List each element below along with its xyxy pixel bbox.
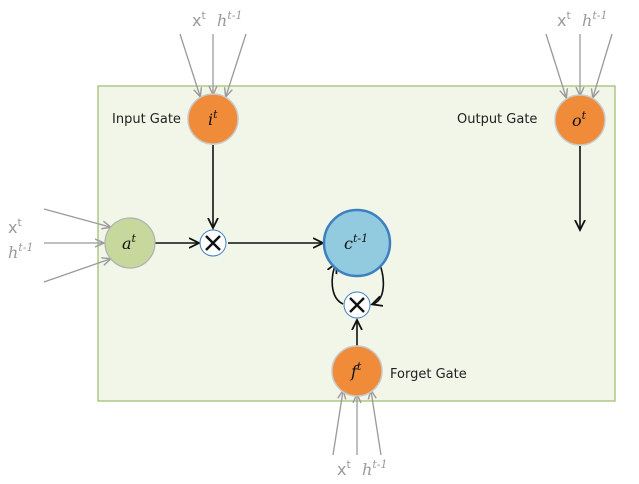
input-gate-incoming-arrows [179, 33, 247, 96]
output-gate-node: ot [554, 94, 606, 146]
svg-text:it: it [208, 108, 218, 129]
activation-h-label: ht-1 [8, 241, 33, 262]
output-gate-h-label: ht-1 [582, 9, 607, 30]
svg-text:ft: ft [350, 360, 362, 381]
svg-text:at: at [122, 232, 137, 253]
svg-text:ct-1: ct-1 [344, 232, 368, 253]
svg-text:ot: ot [572, 109, 587, 130]
forget-gate-node: ft [331, 345, 383, 397]
input-gate-h-label: ht-1 [217, 9, 242, 30]
forget-gate-incoming-arrows [332, 391, 382, 456]
input-gate-x-label: xt [192, 9, 206, 30]
cell-state-node: ct-1 [322, 208, 392, 278]
activation-incoming-arrows [43, 208, 110, 283]
activation-x-label: xt [8, 216, 22, 237]
output-gate-x-label: xt [557, 9, 571, 30]
forget-gate-h-label: ht-1 [362, 458, 387, 479]
input-gate-node: it [187, 93, 239, 145]
input-gate-label: Input Gate [112, 112, 181, 127]
output-gate-label: Output Gate [457, 112, 537, 127]
multiply-icon [199, 229, 227, 257]
forget-gate-label: Forget Gate [390, 367, 467, 382]
activation-node: at [104, 217, 156, 269]
forget-gate-x-label: xt [337, 458, 351, 479]
output-gate-incoming-arrows [545, 33, 613, 97]
multiply-icon [343, 291, 371, 319]
